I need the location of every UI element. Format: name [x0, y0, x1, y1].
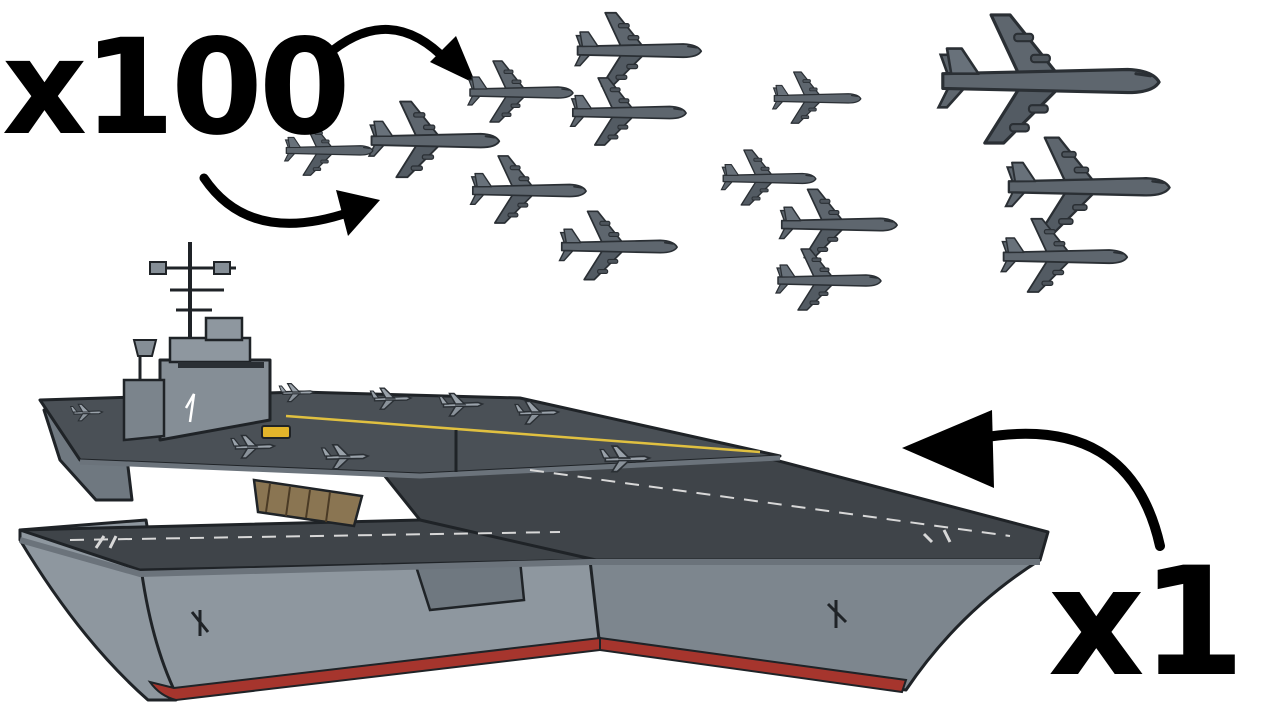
bomber-aircraft-icon: [558, 210, 678, 281]
bomber-aircraft-icon: [937, 13, 1161, 145]
bomber-aircraft-icon: [772, 71, 862, 124]
bomber-aircraft-icon: [778, 188, 898, 259]
carrier-count-label: x1: [1048, 536, 1245, 710]
bomber-count-label: x100: [2, 11, 351, 165]
curved-arrow-right-icon: [199, 173, 380, 236]
bomber-aircraft-icon: [574, 11, 703, 87]
bomber-aircraft-icon: [368, 100, 501, 179]
bomber-aircraft-icon: [720, 149, 817, 206]
bomber-aircraft-icon: [469, 155, 587, 224]
bomber-aircraft-icon: [569, 77, 687, 146]
bomber-aircraft-icon: [1004, 136, 1171, 234]
curved-arrow-right-icon: [321, 24, 476, 84]
bomber-aircraft-icon: [775, 248, 882, 311]
aircraft-carrier-icon: [18, 242, 1050, 702]
bomber-aircraft-icon: [1000, 217, 1129, 293]
curved-arrow-left-icon: [902, 410, 1165, 551]
bomber-formation: [284, 11, 1171, 311]
bomber-aircraft-icon: [467, 60, 574, 123]
